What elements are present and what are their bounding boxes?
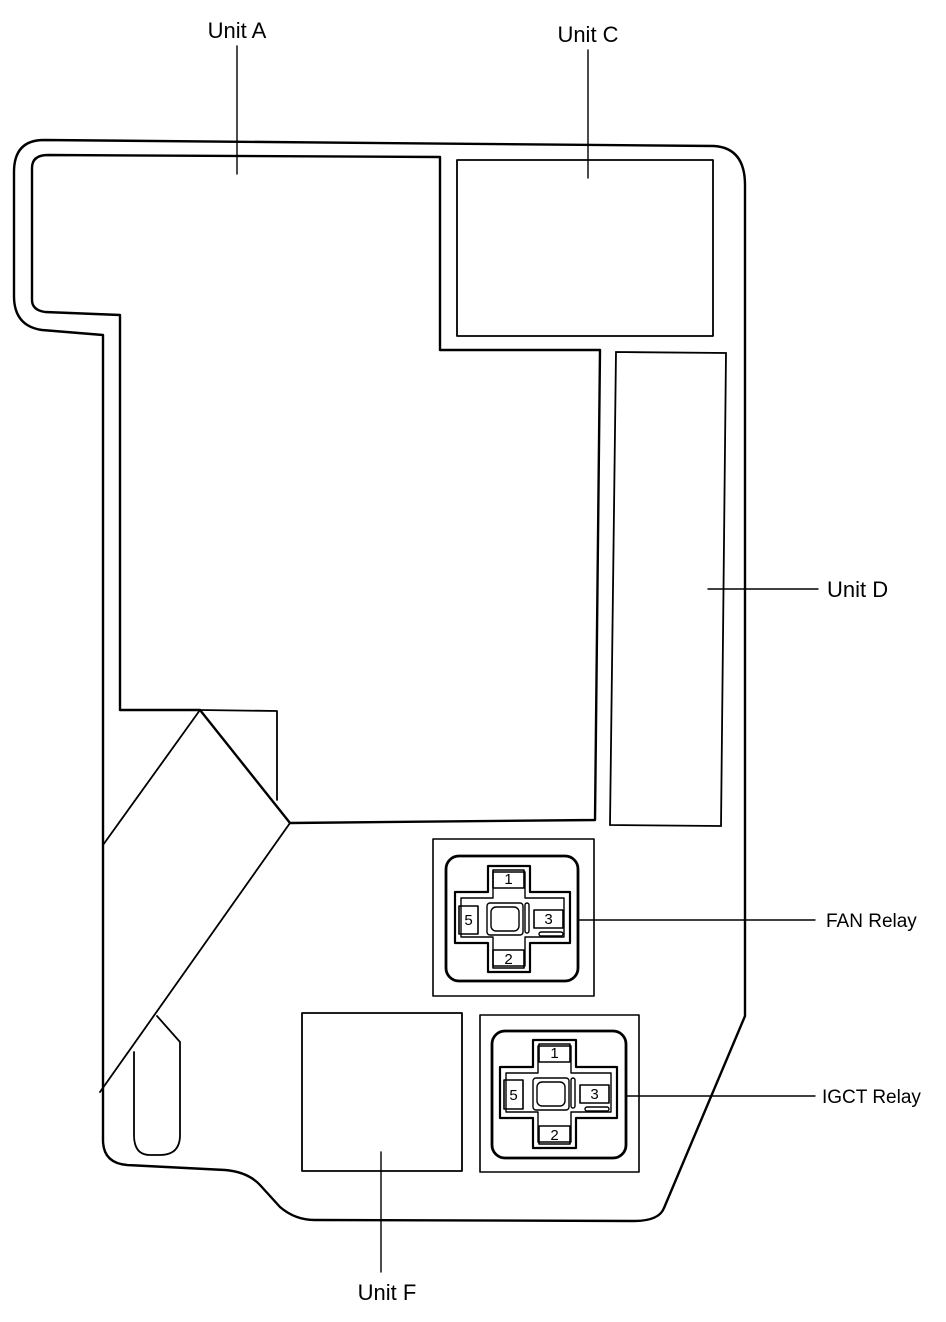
igct-relay-label: IGCT Relay: [822, 1087, 921, 1108]
igct-relay-pin-5-label: 5: [509, 1087, 517, 1104]
unit-c-region: [456, 159, 714, 337]
unit-d-region: [609, 351, 727, 827]
igct-relay-pin-2: [538, 1125, 571, 1145]
igct-relay-body: [490, 1029, 628, 1160]
unit-c-label: Unit C: [557, 22, 618, 47]
fan-relay-pin-2-label: 2: [504, 951, 512, 968]
fan-relay: 1 2 5 3: [432, 838, 595, 997]
fan-relay-pin-5: [458, 905, 479, 935]
unit-f-label: Unit F: [358, 1280, 417, 1305]
unit-a-region: [99, 709, 291, 1156]
igct-relay-pin-2-label: 2: [550, 1127, 558, 1144]
igct-relay-pin-3-label: 3: [590, 1086, 598, 1103]
unit-f-region: [301, 1012, 463, 1172]
igct-relay-frame: [479, 1014, 640, 1173]
fuse-box-inner-outline: [30, 153, 602, 825]
fan-relay-label: FAN Relay: [826, 911, 917, 932]
fan-relay-frame: [432, 838, 595, 997]
fan-relay-pin-3: [533, 909, 564, 929]
igct-relay: 1 2 5 3: [479, 1014, 640, 1173]
unit-d-label: Unit D: [827, 577, 888, 602]
fan-relay-body: [444, 854, 580, 983]
fuse-box-outline: [12, 138, 747, 1223]
fan-relay-pin-2: [492, 949, 525, 969]
unit-a-label: Unit A: [208, 18, 267, 43]
igct-relay-pin-1: [538, 1043, 571, 1063]
fan-relay-connector: [453, 864, 572, 974]
fan-relay-pin-1: [492, 869, 525, 889]
igct-relay-pin-1-label: 1: [550, 1045, 558, 1062]
igct-relay-pin-3: [579, 1084, 610, 1104]
igct-relay-connector: [498, 1038, 619, 1150]
fan-relay-pin-5-label: 5: [464, 912, 472, 929]
fan-relay-pin-3-label: 3: [544, 911, 552, 928]
igct-relay-pin-5: [503, 1079, 524, 1110]
slot-cutout: [133, 1015, 181, 1156]
fan-relay-pin-1-label: 1: [504, 871, 512, 888]
